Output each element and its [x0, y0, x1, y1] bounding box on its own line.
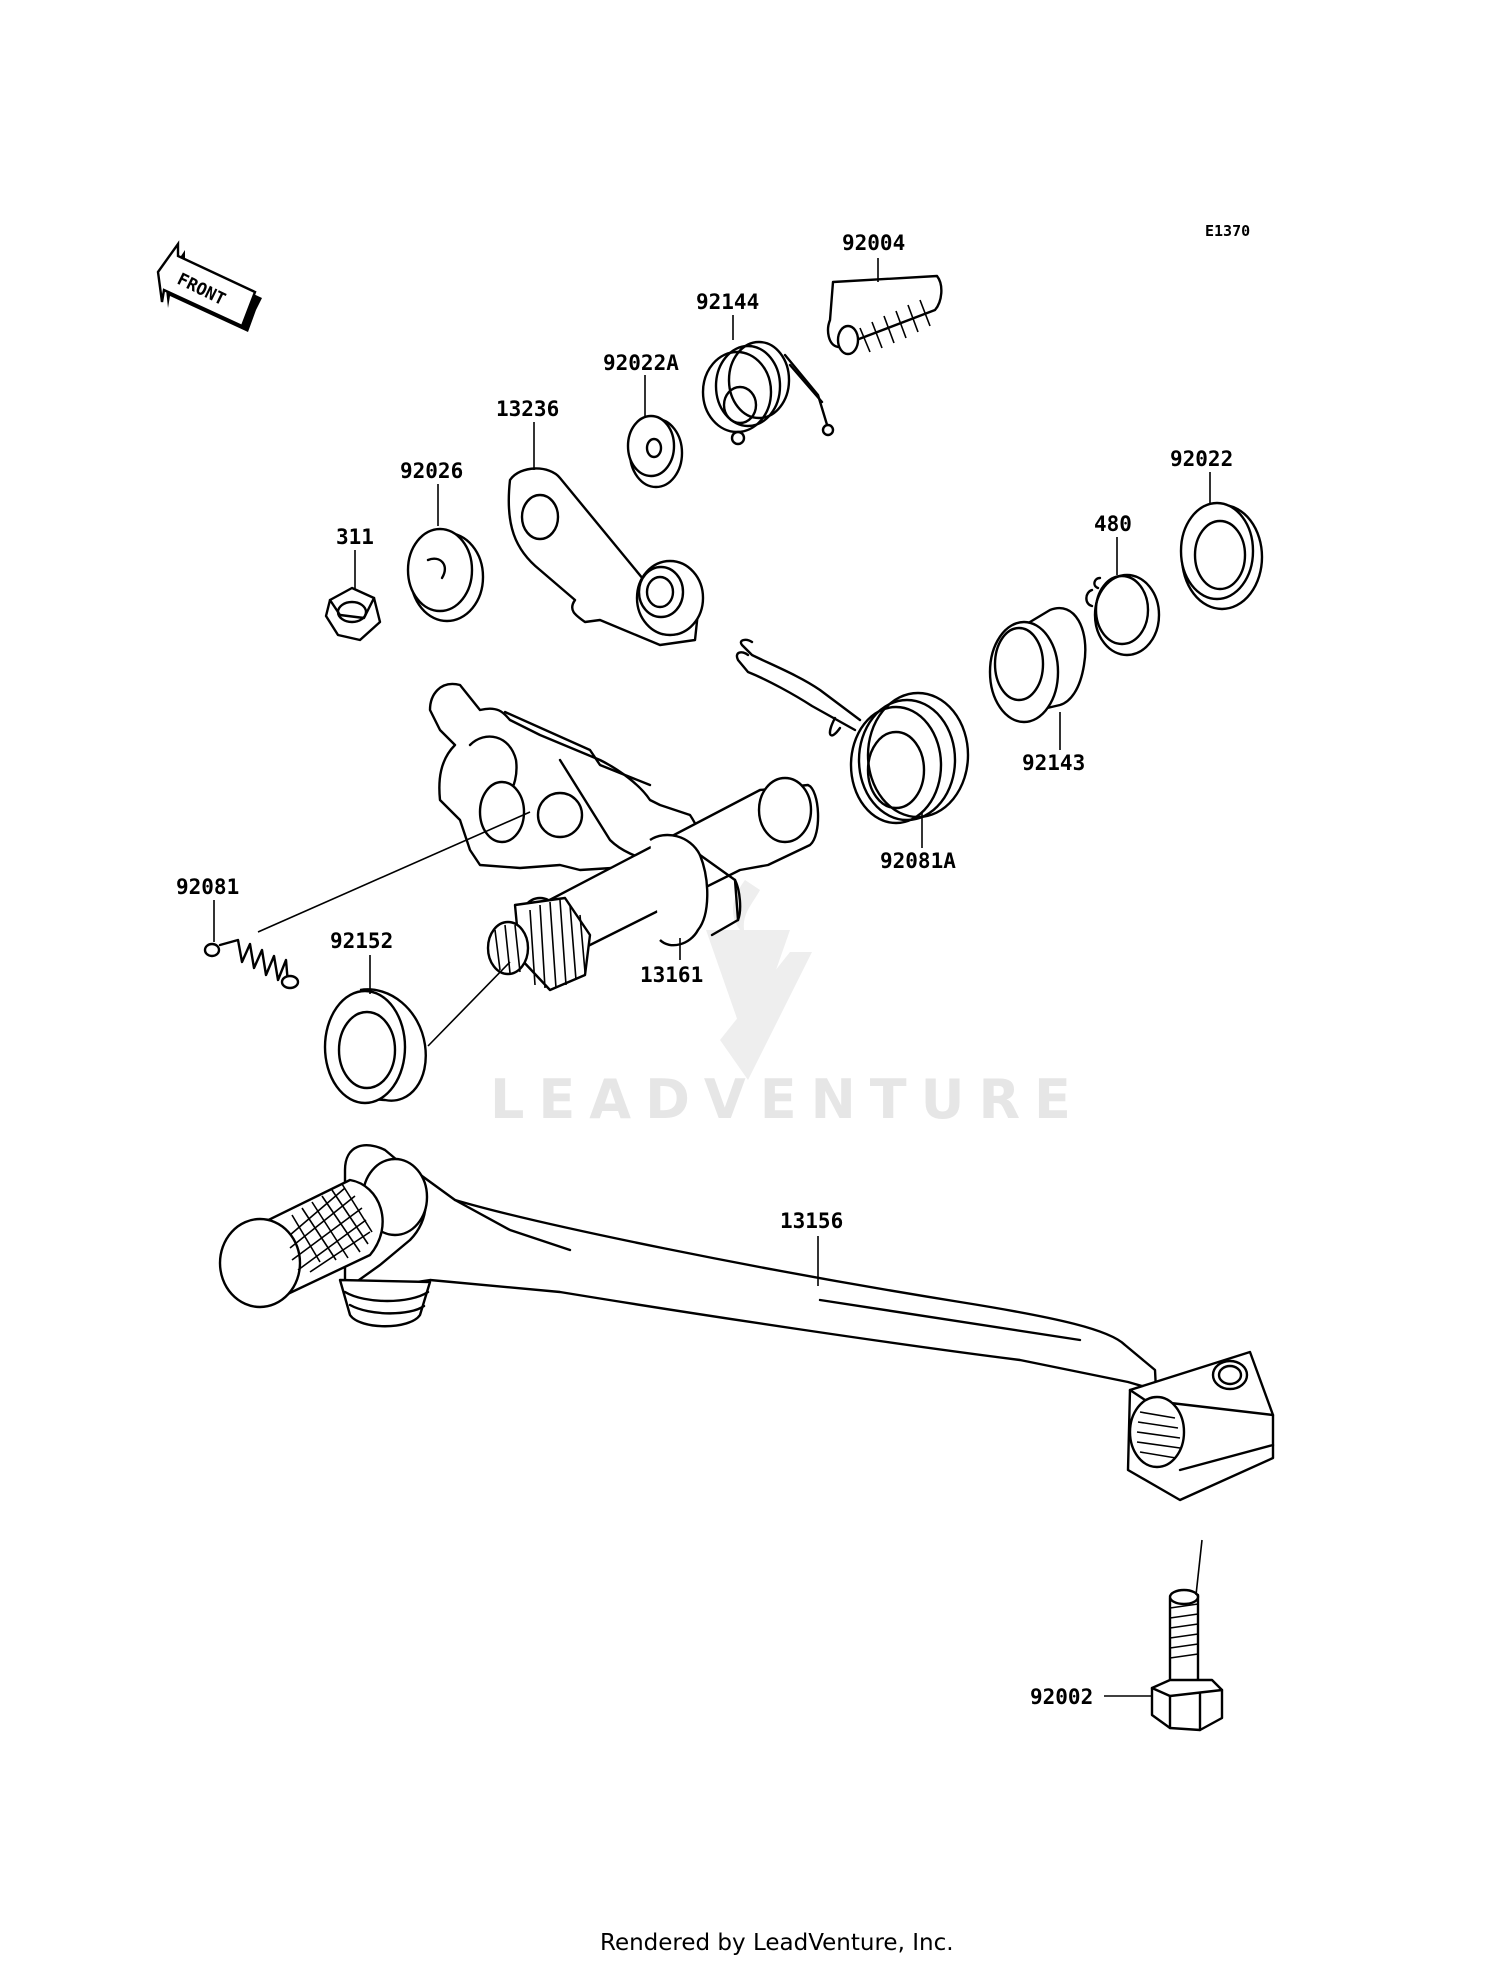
part-92026-washer	[406, 527, 485, 623]
part-13236-lever	[507, 467, 705, 647]
leader-92002-top	[1195, 1539, 1203, 1596]
diagram-code: E1370	[1205, 222, 1250, 240]
label-13156: 13156	[780, 1209, 843, 1233]
label-92081A: 92081A	[880, 849, 956, 873]
leader-92081-to-shaft	[257, 811, 531, 933]
part-92002-bolt	[1150, 1588, 1224, 1732]
label-92081: 92081	[176, 875, 239, 899]
part-92022-washer	[1179, 501, 1264, 611]
label-92152: 92152	[330, 929, 393, 953]
part-13161-shift-shaft	[428, 682, 820, 992]
part-92022A-washer	[626, 414, 684, 489]
part-311-nut	[324, 586, 382, 642]
watermark-logo	[706, 880, 812, 1080]
leader-92152-to-shaft	[427, 961, 511, 1047]
part-92081A-spring	[735, 638, 970, 825]
part-480-circlip	[1085, 573, 1161, 657]
label-92022A: 92022A	[603, 351, 679, 375]
footer-credit: Rendered by LeadVenture, Inc.	[600, 1930, 954, 1956]
label-92026: 92026	[400, 459, 463, 483]
part-92152-seal	[323, 988, 427, 1105]
part-92004-bolt	[826, 274, 943, 356]
label-92022: 92022	[1170, 447, 1233, 471]
front-arrow-icon: FRONT	[156, 240, 262, 332]
label-92004: 92004	[842, 231, 905, 255]
part-92144-spring	[701, 340, 835, 446]
watermark-text: LEADVENTURE	[490, 1068, 1085, 1131]
label-13161: 13161	[640, 963, 703, 987]
part-13156-shift-pedal	[218, 1143, 1275, 1502]
label-13236: 13236	[496, 397, 559, 421]
label-480: 480	[1094, 512, 1132, 536]
part-92143-collar	[988, 606, 1087, 724]
label-92144: 92144	[696, 290, 759, 314]
label-92002: 92002	[1030, 1685, 1093, 1709]
label-92143: 92143	[1022, 751, 1085, 775]
label-311: 311	[336, 525, 374, 549]
part-92081-spring	[203, 938, 300, 990]
watermark: LEADVENTURE	[490, 880, 1085, 1131]
